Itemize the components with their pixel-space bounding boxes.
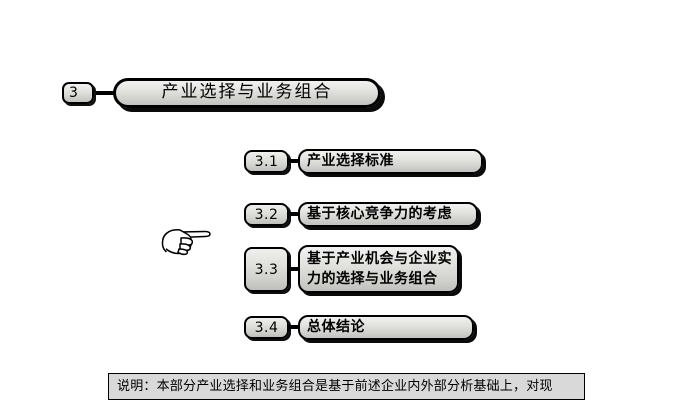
section-number-label-4: 3.4 (254, 319, 279, 336)
pointing-hand-icon (157, 221, 213, 257)
section-title-box-1[interactable]: 产业选择标准 (298, 149, 483, 174)
section-title-box-4[interactable]: 总体结论 (298, 315, 474, 340)
section-number-box-2[interactable]: 3.2 (244, 203, 289, 226)
note-text: 说明：本部分产业选择和业务组合是基于前述企业内外部分析基础上，对现 (117, 379, 553, 394)
section-number-label-3: 3.3 (254, 261, 279, 278)
chapter-title-label: 产业选择与业务组合 (161, 82, 333, 102)
section-connector-line-4 (288, 325, 300, 329)
section-title-box-3[interactable]: 基于产业机会与企业实力的选择与业务组合 (298, 245, 459, 293)
section-title-label-4: 总体结论 (307, 319, 365, 335)
section-connector-line-1 (288, 159, 300, 163)
section-title-label-3: 基于产业机会与企业实力的选择与业务组合 (307, 251, 452, 287)
chapter-connector-line (96, 91, 116, 95)
section-number-box-1[interactable]: 3.1 (244, 150, 289, 173)
section-connector-line-3 (288, 267, 300, 271)
section-number-box-4[interactable]: 3.4 (244, 316, 289, 339)
section-connector-line-2 (288, 212, 300, 216)
note-box: 说明：本部分产业选择和业务组合是基于前述企业内外部分析基础上，对现 (108, 373, 585, 400)
chapter-number-box[interactable]: 3 (62, 82, 94, 104)
chapter-number-label: 3 (69, 85, 78, 101)
section-number-label-2: 3.2 (254, 206, 279, 223)
section-title-label-2: 基于核心竞争力的考虑 (307, 206, 452, 222)
section-title-label-1: 产业选择标准 (307, 153, 394, 169)
section-title-box-2[interactable]: 基于核心竞争力的考虑 (298, 202, 478, 227)
chapter-title-box[interactable]: 产业选择与业务组合 (113, 78, 381, 108)
section-number-box-3[interactable]: 3.3 (244, 247, 289, 292)
section-number-label-1: 3.1 (254, 153, 279, 170)
